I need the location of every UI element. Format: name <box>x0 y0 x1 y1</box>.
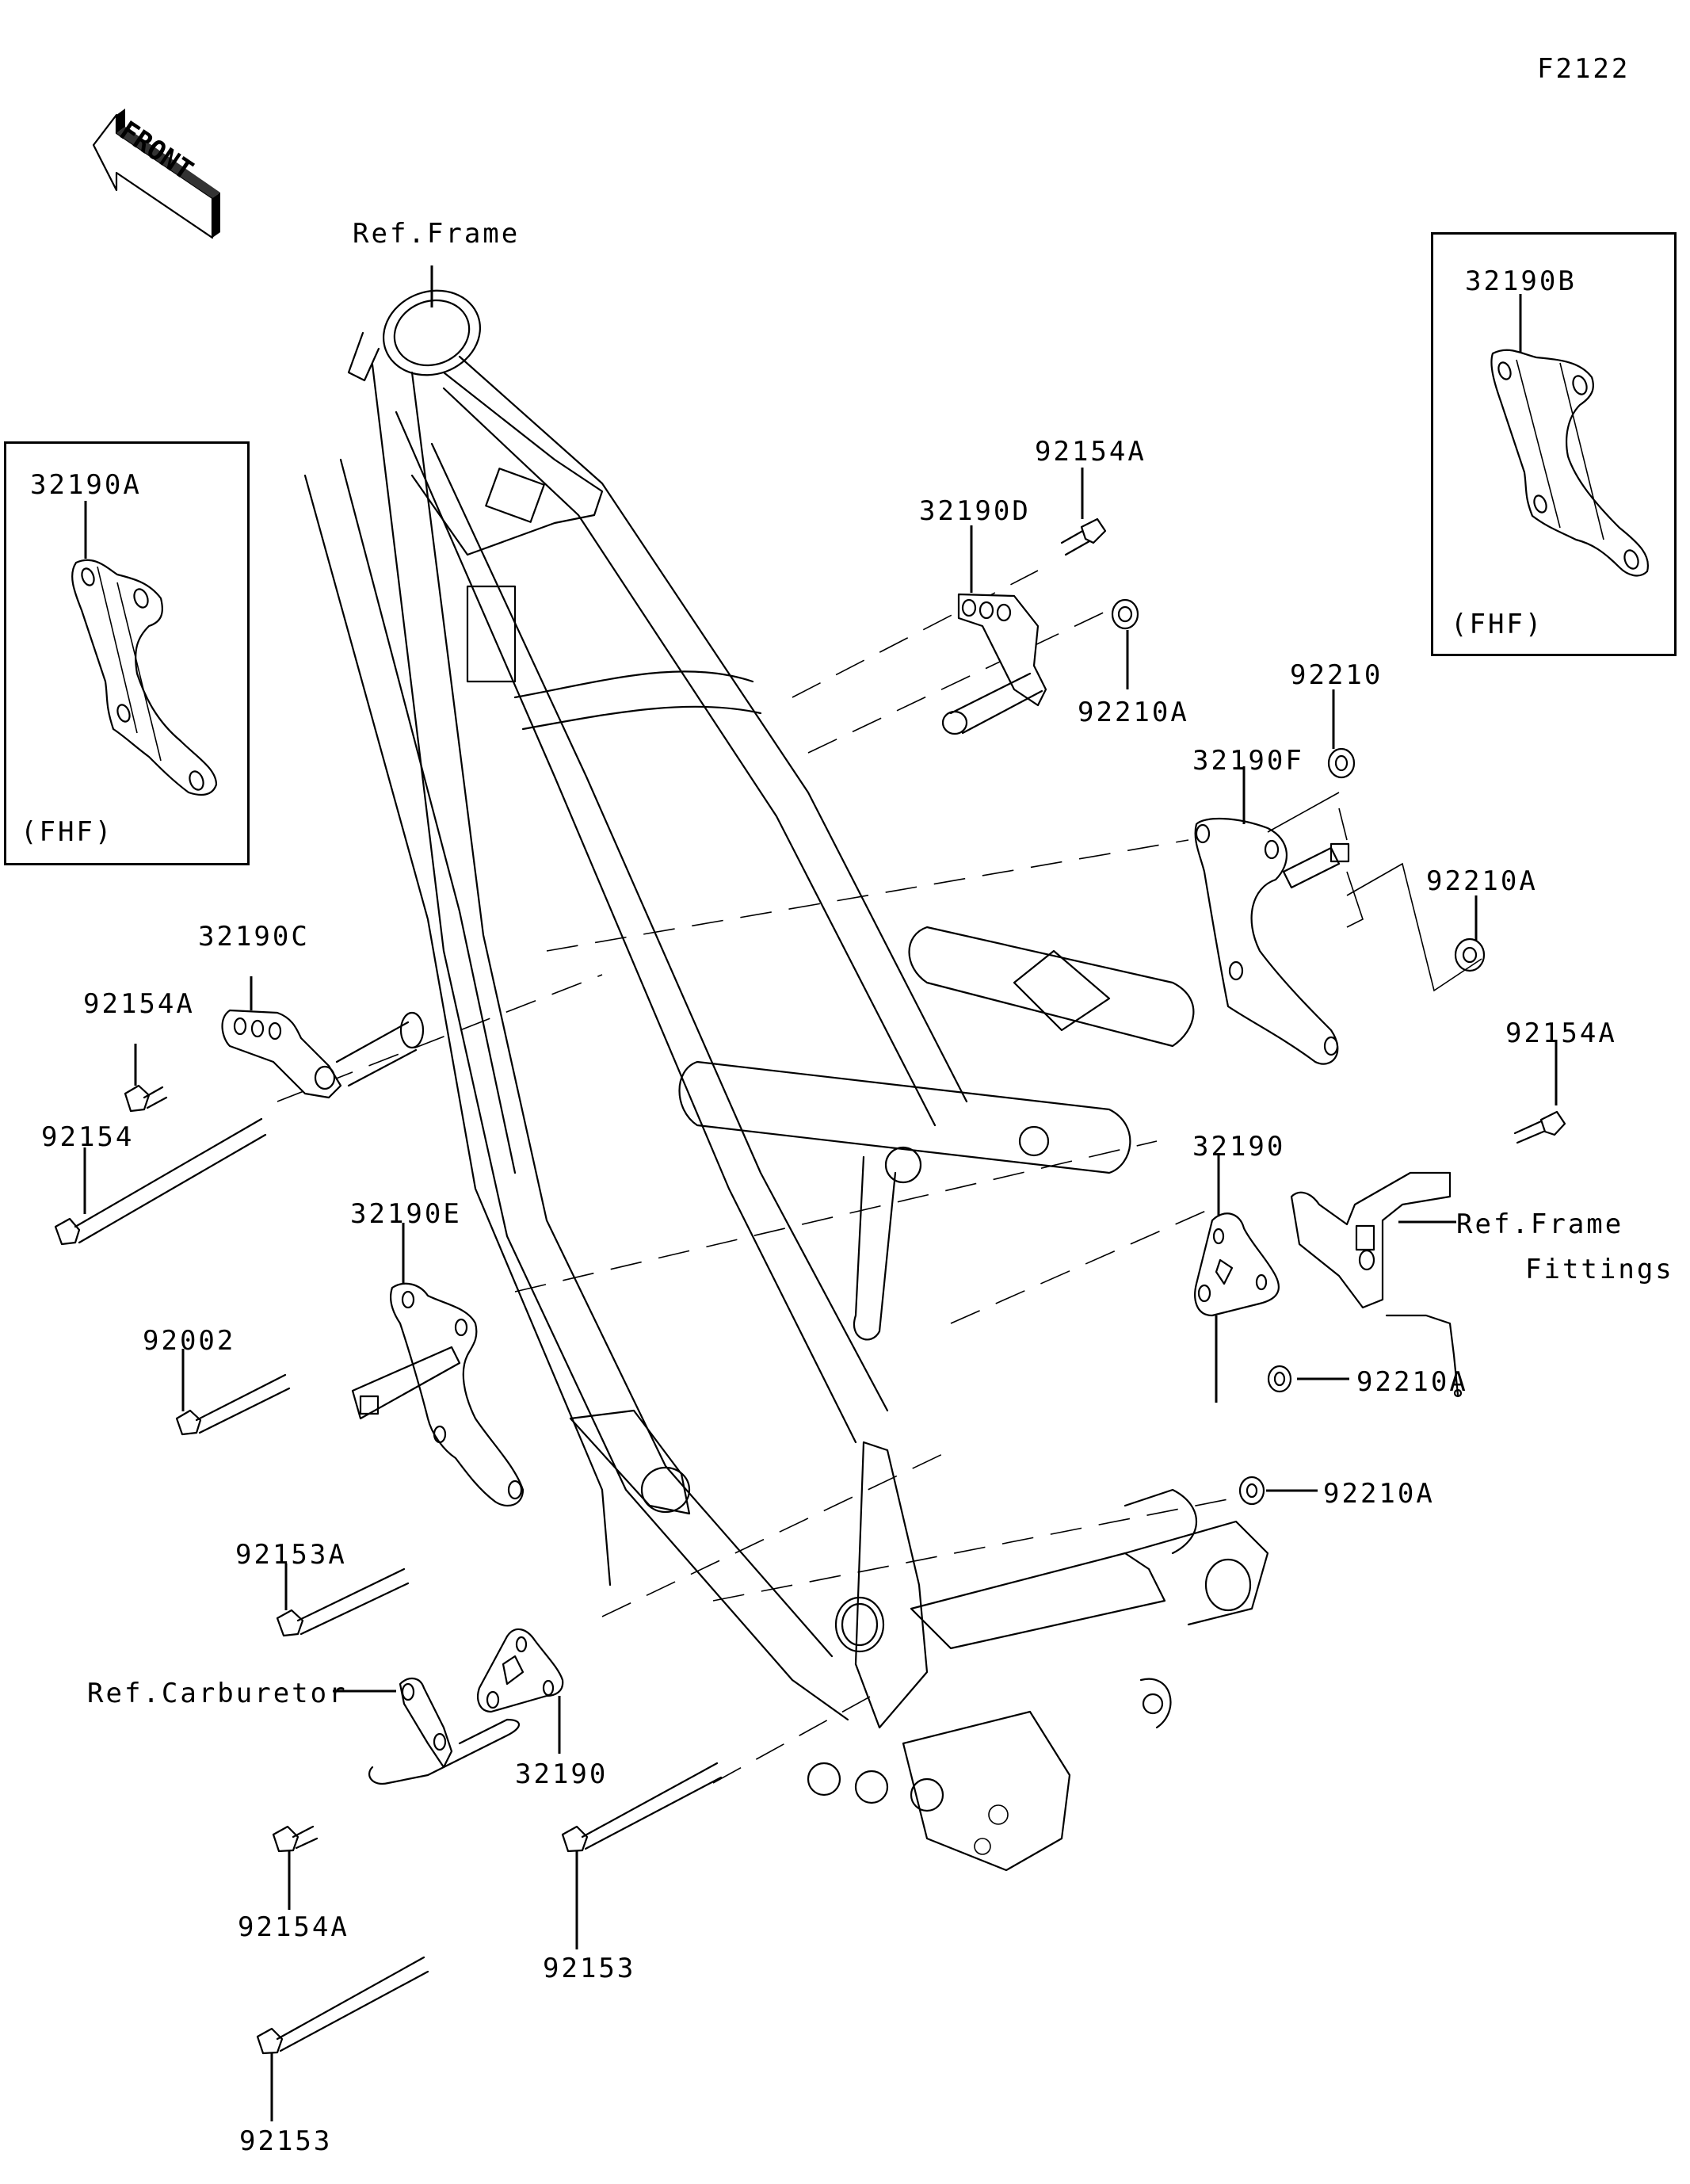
bracket-32190D-assembly <box>941 517 1139 735</box>
bracket-32190B-drawing <box>1490 294 1650 577</box>
callout-32190E[interactable]: 32190E <box>350 1198 462 1230</box>
callout-92154A-lower[interactable]: 92154A <box>238 1911 349 1943</box>
alignment-lines <box>277 570 1237 1784</box>
bracket-32190E-assembly <box>175 1282 525 1637</box>
callout-92210A-mid[interactable]: 92210A <box>1356 1366 1468 1398</box>
callout-92154A-left[interactable]: 92154A <box>83 988 195 1020</box>
callout-32190-lower[interactable]: 32190 <box>515 1758 608 1790</box>
steering-head <box>347 289 482 382</box>
bracket-32190-lower-assembly <box>256 1628 723 2055</box>
callout-92153-right[interactable]: 92153 <box>543 1953 636 1984</box>
callout-92154A-right[interactable]: 92154A <box>1505 1018 1617 1049</box>
bracket-32190A-drawing <box>71 501 218 796</box>
callout-92153-left[interactable]: 92153 <box>239 2125 333 2157</box>
callout-92210A-lower[interactable]: 92210A <box>1323 1478 1435 1510</box>
inset-32190A: 32190A (FHF) <box>4 441 250 865</box>
callout-92002[interactable]: 92002 <box>143 1325 236 1357</box>
inset-32190A-part-number[interactable]: 32190A <box>30 469 142 501</box>
callout-32190C[interactable]: 32190C <box>198 921 310 953</box>
callout-92153A[interactable]: 92153A <box>235 1539 347 1571</box>
callout-32190D[interactable]: 32190D <box>919 495 1031 527</box>
ref-frame-label[interactable]: Ref.Frame <box>353 218 521 250</box>
callout-92154A-top[interactable]: 92154A <box>1035 436 1146 468</box>
callout-32190F[interactable]: 32190F <box>1192 745 1304 777</box>
inset-32190B-part-number[interactable]: 32190B <box>1465 265 1577 297</box>
inset-32190B-variant: (FHF) <box>1451 609 1544 640</box>
callout-92210[interactable]: 92210 <box>1290 659 1383 691</box>
bracket-32190C-assembly <box>54 1009 425 1246</box>
bracket-32190F-assembly <box>1194 747 1486 1065</box>
inset-32190A-variant: (FHF) <box>21 816 114 848</box>
callout-92210A-upper[interactable]: 92210A <box>1078 697 1189 728</box>
ref-frame-fittings-label-line2[interactable]: Fittings <box>1525 1254 1674 1285</box>
ref-carburetor-label[interactable]: Ref.Carburetor <box>87 1678 348 1709</box>
front-arrow-icon: FRONT <box>92 109 220 239</box>
bracket-32190-right-assembly <box>1194 1110 1566 1398</box>
ref-frame-fittings-label-line1[interactable]: Ref.Frame <box>1456 1208 1624 1240</box>
callout-32190-right[interactable]: 32190 <box>1192 1131 1286 1163</box>
nut-92210A-lower <box>1238 1476 1265 1506</box>
callout-92154[interactable]: 92154 <box>41 1121 135 1153</box>
frame-tubes <box>303 355 1195 1721</box>
inset-32190B: 32190B (FHF) <box>1431 232 1677 656</box>
figure-id: F2122 <box>1537 53 1631 85</box>
callout-92210A-right[interactable]: 92210A <box>1426 865 1538 897</box>
pivot-area <box>569 1409 1269 1872</box>
leader-lines <box>83 265 1558 2121</box>
